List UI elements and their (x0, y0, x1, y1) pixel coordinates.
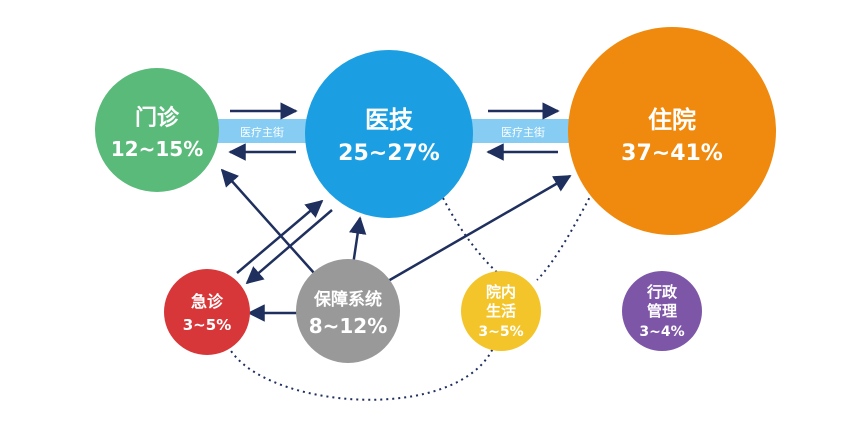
corridor-label-2: 医疗主街 (501, 125, 545, 139)
node-admin: 行政 管理 3~4% (622, 271, 702, 351)
node-living-label-1: 院内 (486, 283, 516, 301)
node-emergency: 急诊 3~5% (164, 269, 250, 355)
node-outpatient-label: 门诊 (135, 105, 180, 131)
node-outpatient-value: 12~15% (111, 137, 203, 161)
node-inpatient: 住院 37~41% (568, 27, 776, 235)
arrow-medtech-to-emergency (245, 209, 333, 285)
node-living-label-2: 生活 (486, 302, 516, 320)
arrow-support-to-medtech (349, 216, 367, 266)
node-living-value: 3~5% (478, 324, 523, 340)
dotted-link-medtech-living (442, 197, 502, 277)
node-outpatient: 门诊 12~15% (95, 68, 219, 192)
arrow-support-to-outpatient (220, 168, 315, 274)
node-admin-value: 3~4% (639, 324, 684, 340)
corridor-outpatient-medtech (210, 119, 312, 143)
node-support: 保障系统 8~12% (296, 259, 400, 363)
dotted-link-emergency-living (227, 345, 495, 401)
corridor-label-1: 医疗主街 (240, 125, 284, 139)
node-support-label: 保障系统 (313, 289, 382, 310)
arrow-emergency-to-medtech (236, 199, 324, 274)
node-support-value: 8~12% (309, 314, 388, 338)
corridor-medtech-inpatient (468, 119, 580, 143)
dotted-link-inpatient-living (536, 192, 593, 281)
node-inpatient-value: 37~41% (621, 141, 723, 166)
node-medtech-label: 医技 (365, 106, 414, 134)
arrow-support-to-inpatient (387, 174, 572, 283)
node-emergency-label: 急诊 (191, 292, 224, 311)
node-admin-label-2: 管理 (647, 302, 677, 320)
node-medtech-value: 25~27% (338, 141, 440, 166)
node-living: 院内 生活 3~5% (461, 271, 541, 351)
node-admin-label-1: 行政 (646, 283, 678, 301)
node-emergency-value: 3~5% (183, 316, 231, 334)
node-inpatient-label: 住院 (648, 106, 696, 134)
node-medtech: 医技 25~27% (305, 50, 473, 218)
